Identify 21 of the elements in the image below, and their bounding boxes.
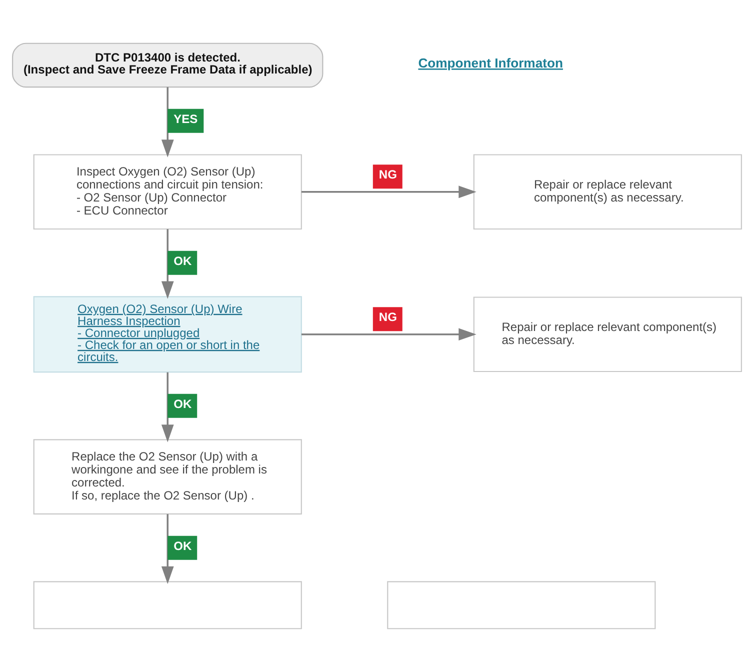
node-box: Oxygen (O2) Sensor (Up) Wire Harness Inspection - Connector unplugged - Check for an open or short in the circuits.: [33, 296, 302, 373]
node-box: [33, 581, 302, 630]
node-box: DTC P013400 is detected. (Inspect and Save Freeze Frame Data if applicable): [12, 42, 324, 88]
edge-label: OK: [174, 254, 192, 268]
edge-label: YES: [174, 112, 198, 126]
arrow: [301, 328, 476, 341]
edge-label: OK: [174, 538, 192, 553]
edge-label: NG: [378, 168, 397, 182]
node-box: [387, 581, 656, 630]
arrow: [301, 186, 476, 198]
node-box: Repair or replace relevant component(s) as necessary.: [473, 296, 742, 372]
node-box: Repair or replace relevant component(s) as necessary.: [473, 154, 742, 230]
arrow: [161, 229, 174, 299]
edge-label: OK: [174, 396, 192, 411]
node-box: Replace the O2 Sensor (Up) with a workingone and see if the problem is corrected. If so, replace the O2 Sensor (Up) .: [33, 439, 302, 515]
edge-label: NG: [378, 310, 397, 324]
arrow: [161, 514, 174, 584]
arrow: [161, 372, 174, 442]
label: Component Informaton: [418, 56, 563, 70]
node-box: Inspect Oxygen (O2) Sensor (Up) connections and circuit pin tension: - O2 Sensor (Up) Connector - ECU Connector: [33, 154, 302, 230]
arrow: [161, 87, 174, 158]
